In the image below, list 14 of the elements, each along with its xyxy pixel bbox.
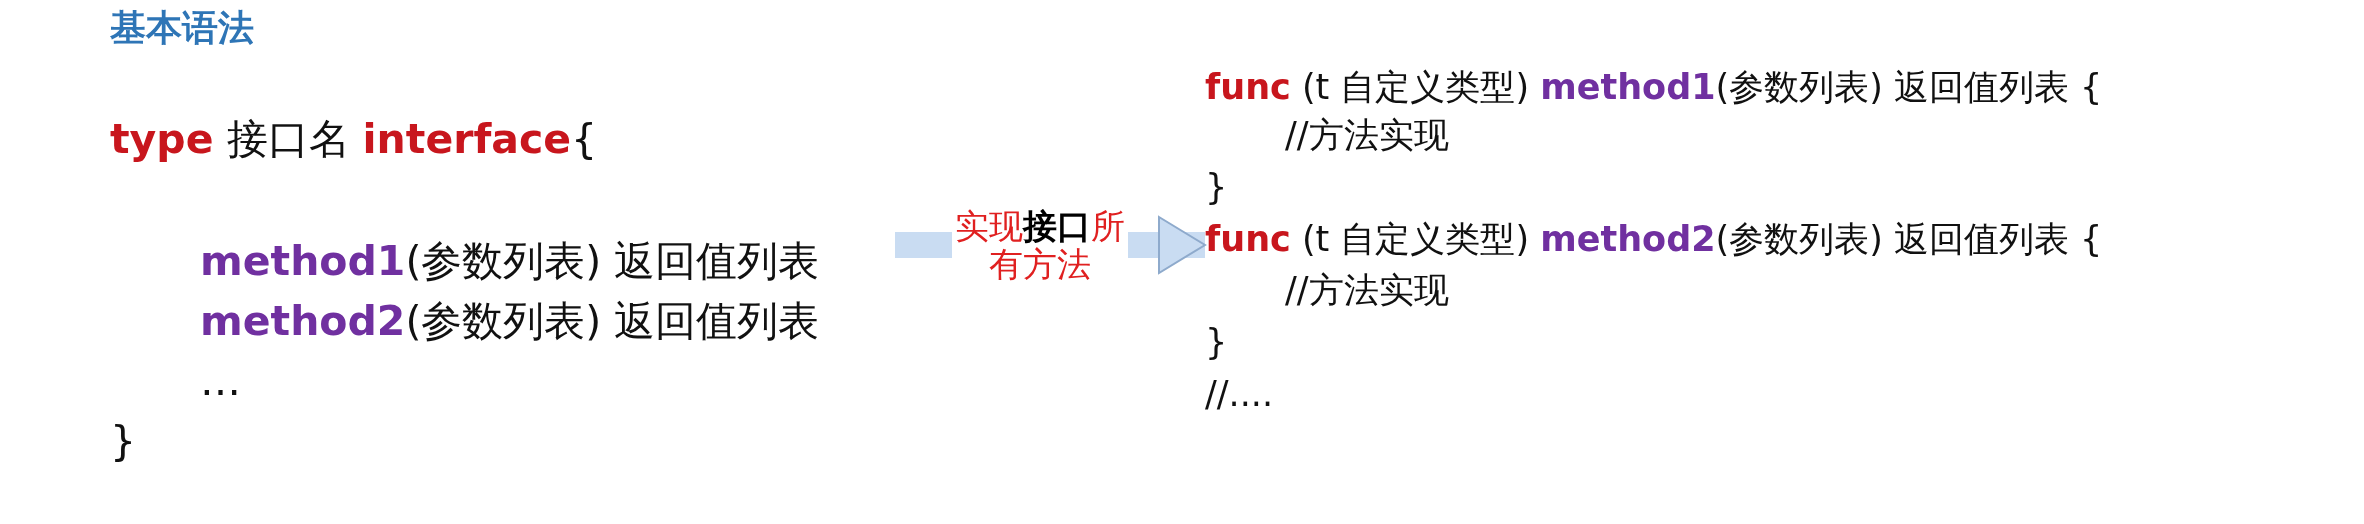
code-line: method1(参数列表) 返回值列表: [200, 237, 820, 286]
code-line: }: [1205, 166, 1228, 209]
code-line: }: [1205, 321, 1228, 364]
code-line: //方法实现: [1285, 269, 1449, 312]
code-line: }: [110, 417, 137, 466]
code-line: func (t 自定义类型) method2(参数列表) 返回值列表 {: [1205, 218, 2103, 261]
code-line: …: [200, 357, 241, 406]
code-line: //方法实现: [1285, 114, 1449, 157]
code-line: //....: [1205, 373, 1274, 416]
code-line: func (t 自定义类型) method1(参数列表) 返回值列表 {: [1205, 66, 2103, 109]
code-line: type 接口名 interface{: [110, 115, 598, 164]
code-line: method2(参数列表) 返回值列表: [200, 297, 820, 346]
edge-label: 实现接口所有方法: [952, 207, 1128, 283]
heading: 基本语法: [110, 6, 254, 50]
